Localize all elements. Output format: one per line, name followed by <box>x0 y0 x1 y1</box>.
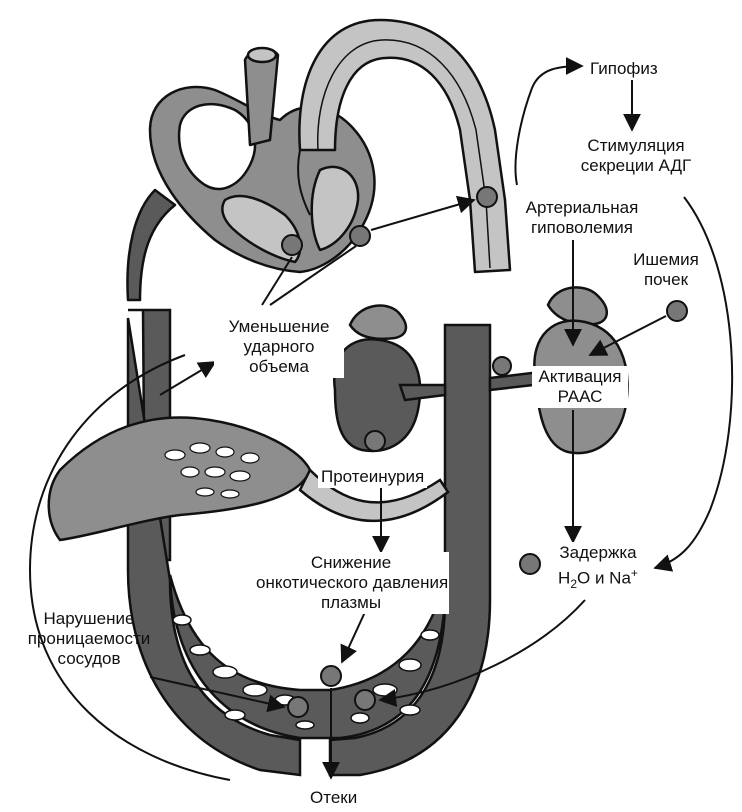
label-adh-line1: Стимуляция <box>568 136 704 156</box>
pulmonary-opening <box>248 48 276 62</box>
label-raas: Активация РААС <box>532 366 628 408</box>
dot-retention <box>520 554 540 574</box>
label-ischemia-line1: Ишемия <box>626 250 706 270</box>
label-stroke-line3: объема <box>217 357 341 377</box>
liver-body <box>49 417 310 540</box>
retention-sub: 2 <box>570 577 577 591</box>
label-retention-line1: Задержка <box>548 543 648 563</box>
label-permeability-line3: сосудов <box>25 649 153 669</box>
label-proteinuria: Протеинурия <box>318 466 427 488</box>
adrenal-left <box>350 306 406 339</box>
vena-cava <box>127 190 175 300</box>
adrenal-right <box>548 287 607 324</box>
retention-mid: O и Na <box>577 569 631 588</box>
label-stroke-line2: ударного <box>217 337 341 357</box>
label-hypophysis: Гипофиз <box>587 58 661 80</box>
arrow-oncotic-capillary <box>342 612 365 662</box>
label-oncotic: Снижение онкотического давления плазмы <box>253 552 449 614</box>
arrow-lv-aorta <box>371 200 474 230</box>
dot-capillary-2 <box>355 690 375 710</box>
label-permeability-line2: проницаемости <box>25 629 153 649</box>
retention-sup: + <box>631 566 638 580</box>
dot-kidney <box>365 431 385 451</box>
dot-capillary-3 <box>288 697 308 717</box>
label-retention: Задержка H2O и Na+ <box>545 542 651 595</box>
label-ischemia-line2: почек <box>626 270 706 290</box>
label-raas-line1: Активация <box>535 367 625 387</box>
dot-capillary-1 <box>321 666 341 686</box>
label-ischemia: Ишемия почек <box>623 249 709 291</box>
label-hypovolemia: Артериальная гиповолемия <box>519 197 645 239</box>
label-adh-line2: секреции АДГ <box>568 156 704 176</box>
circulation-loop <box>128 310 490 775</box>
heart <box>127 20 510 300</box>
renal-vein-left <box>400 385 445 400</box>
label-oncotic-line3: плазмы <box>256 593 446 613</box>
dot-left-ventricle <box>350 226 370 246</box>
dot-right-atrium <box>282 235 302 255</box>
label-permeability: Нарушение проницаемости сосудов <box>22 608 156 670</box>
label-stroke-volume: Уменьшение ударного объема <box>214 316 344 378</box>
label-adh: Стимуляция секреции АДГ <box>565 135 707 177</box>
label-raas-line2: РААС <box>535 387 625 407</box>
label-hypovolemia-line2: гиповолемия <box>522 218 642 238</box>
dot-aorta <box>477 187 497 207</box>
label-hypovolemia-line1: Артериальная <box>522 198 642 218</box>
dot-ischemia <box>667 301 687 321</box>
label-oncotic-line1: Снижение <box>256 553 446 573</box>
label-permeability-line1: Нарушение <box>25 609 153 629</box>
retention-h: H <box>558 569 570 588</box>
label-stroke-line1: Уменьшение <box>217 317 341 337</box>
label-oncotic-line2: онкотического давления <box>256 573 446 593</box>
label-edema: Отеки <box>307 787 360 809</box>
label-retention-line2: H2O и Na+ <box>548 563 648 594</box>
dot-renal-vessel <box>493 357 511 375</box>
